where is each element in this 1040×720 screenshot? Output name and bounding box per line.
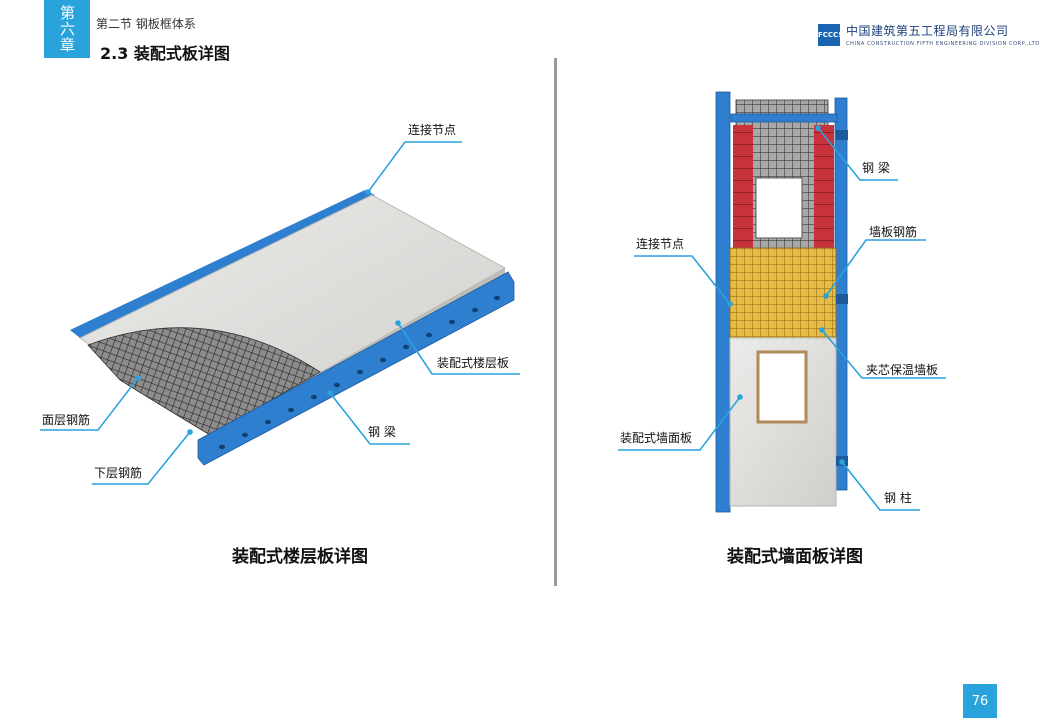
- wall-rebar-grid: [729, 247, 837, 341]
- callout-lines-left: [40, 141, 520, 485]
- label-steel-beam: 钢 梁: [368, 424, 396, 439]
- floor-slab-figure: 连接节点 装配式楼层板 面层钢筋 钢 梁 下层钢筋: [40, 122, 520, 485]
- label-steel-beam-right: 钢 梁: [862, 160, 890, 175]
- label-steel-column: 钢 柱: [884, 490, 912, 505]
- top-steel-beam: [730, 113, 838, 123]
- right-red-strip: [814, 125, 834, 250]
- label-floor-slab: 装配式楼层板: [437, 355, 509, 370]
- logo-mark-icon: FCCCSCEC: [818, 23, 858, 46]
- label-top-rebar: 面层钢筋: [42, 412, 90, 427]
- subsection-title: 2.3 装配式板详图: [100, 44, 230, 63]
- wall-panel-figure: 钢 梁 墙板钢筋 连接节点 夹芯保温墙板 装配式墙面板 钢 柱: [618, 91, 946, 513]
- chapter-label: 第六章: [58, 5, 76, 53]
- callout-lines-right: [618, 127, 946, 511]
- section-title: 第二节 钢板框体系: [96, 17, 196, 31]
- label-joint-right: 连接节点: [636, 236, 684, 251]
- beam-holes: [219, 295, 500, 450]
- label-sandwich-panel: 夹芯保温墙板: [866, 363, 938, 377]
- label-wall-rebar: 墙板钢筋: [869, 224, 917, 239]
- front-steel-beam: [197, 271, 515, 466]
- label-joint: 连接节点: [408, 122, 456, 137]
- logo-text: 中国建筑第五工程局有限公司 CHINA CONSTRUCTION FIFTH E…: [846, 22, 1040, 47]
- lower-opening: [756, 350, 808, 424]
- left-red-strip: [733, 125, 753, 250]
- rebar-mesh: [87, 327, 321, 436]
- upper-opening: [755, 177, 803, 239]
- chapter-tab: 第六章: [44, 0, 90, 58]
- logo-en: CHINA CONSTRUCTION FIFTH ENGINEERING DIV…: [846, 41, 1040, 47]
- left-caption: 装配式楼层板详图: [232, 547, 368, 567]
- page-number: 76: [963, 684, 997, 718]
- right-caption: 装配式墙面板详图: [727, 547, 863, 567]
- connector-plate: [836, 130, 848, 140]
- company-logo: FCCCSCEC 中国建筑第五工程局有限公司 CHINA CONSTRUCTIO…: [818, 22, 1040, 47]
- back-steel-beam: [70, 190, 375, 338]
- label-bottom-rebar: 下层钢筋: [94, 465, 142, 480]
- logo-cn: 中国建筑第五工程局有限公司: [846, 24, 1009, 38]
- label-wall-panel: 装配式墙面板: [620, 431, 692, 445]
- connector-plate: [836, 294, 848, 304]
- center-divider: [554, 58, 557, 586]
